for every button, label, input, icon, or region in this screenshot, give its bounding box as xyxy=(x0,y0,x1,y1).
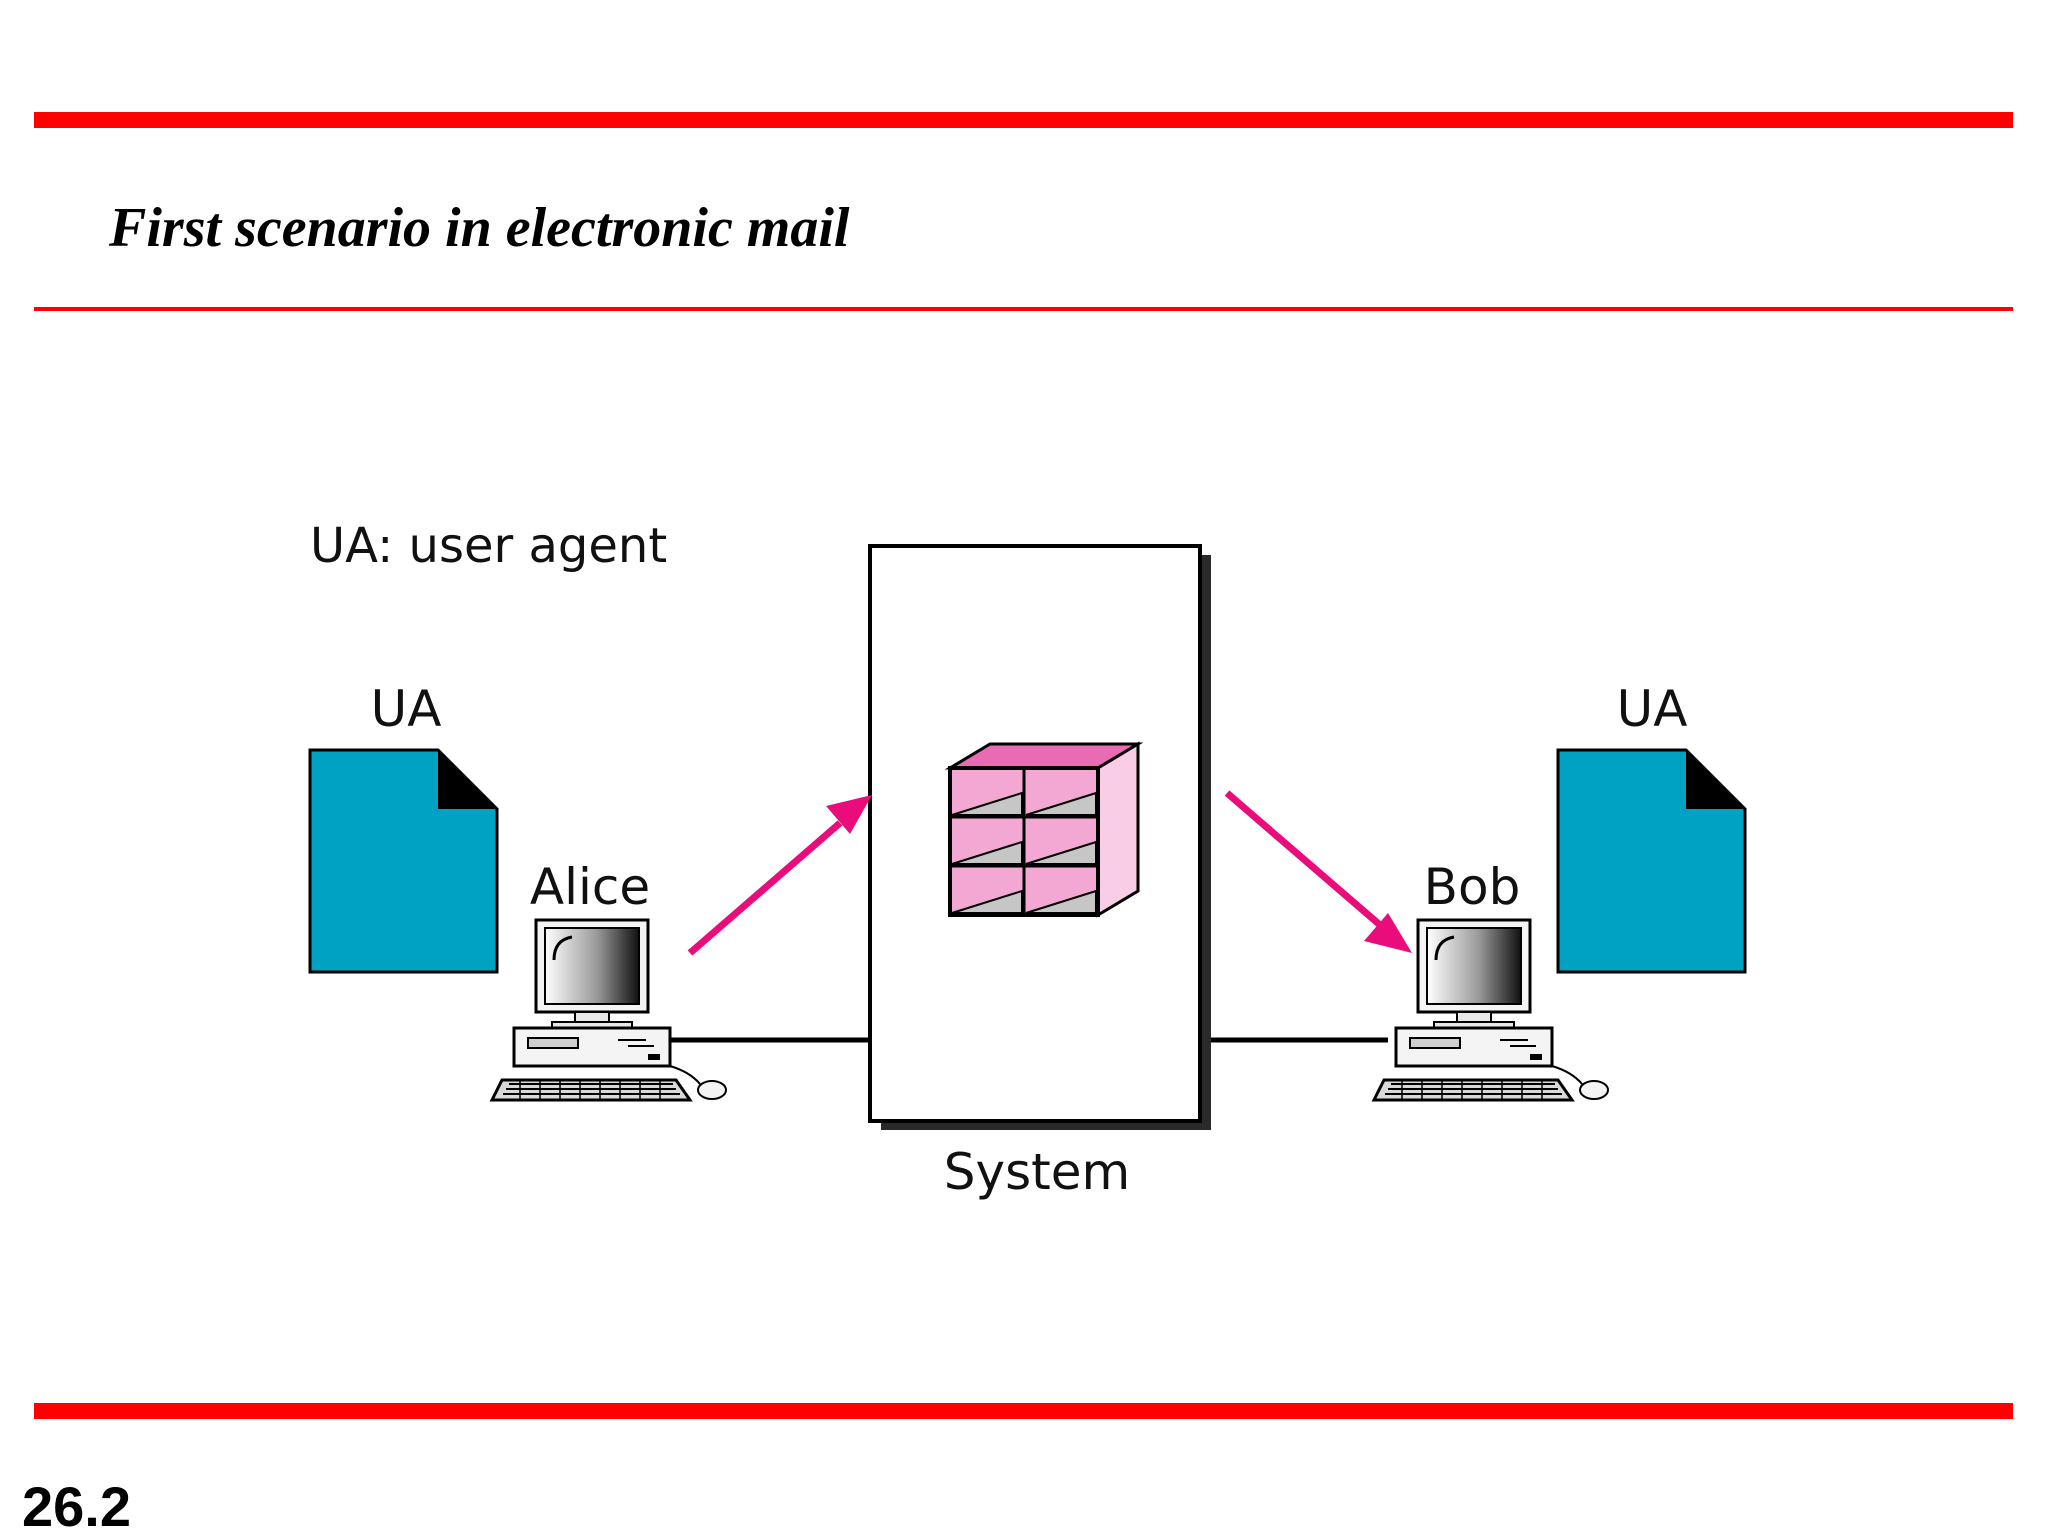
left-ua-document-icon xyxy=(308,748,499,974)
system-label: System xyxy=(944,1143,1130,1201)
send-arrow xyxy=(687,795,872,956)
right-ua-label: UA xyxy=(1617,680,1688,738)
title-underline-rule xyxy=(34,307,2013,311)
left-ua-label: UA xyxy=(371,680,442,738)
page-number: 26.2 xyxy=(22,1475,131,1538)
top-rule xyxy=(34,112,2013,128)
legend-text: UA: user agent xyxy=(310,518,667,574)
alice-label: Alice xyxy=(530,858,650,916)
alice-computer-icon xyxy=(489,918,727,1102)
bob-computer-icon xyxy=(1371,918,1609,1102)
bottom-rule xyxy=(34,1403,2013,1419)
mailbox-icon xyxy=(944,741,1144,918)
bob-label: Bob xyxy=(1424,858,1521,916)
slide-title: First scenario in electronic mail xyxy=(109,197,850,259)
right-ua-document-icon xyxy=(1556,748,1747,974)
deliver-arrow xyxy=(1224,790,1412,953)
